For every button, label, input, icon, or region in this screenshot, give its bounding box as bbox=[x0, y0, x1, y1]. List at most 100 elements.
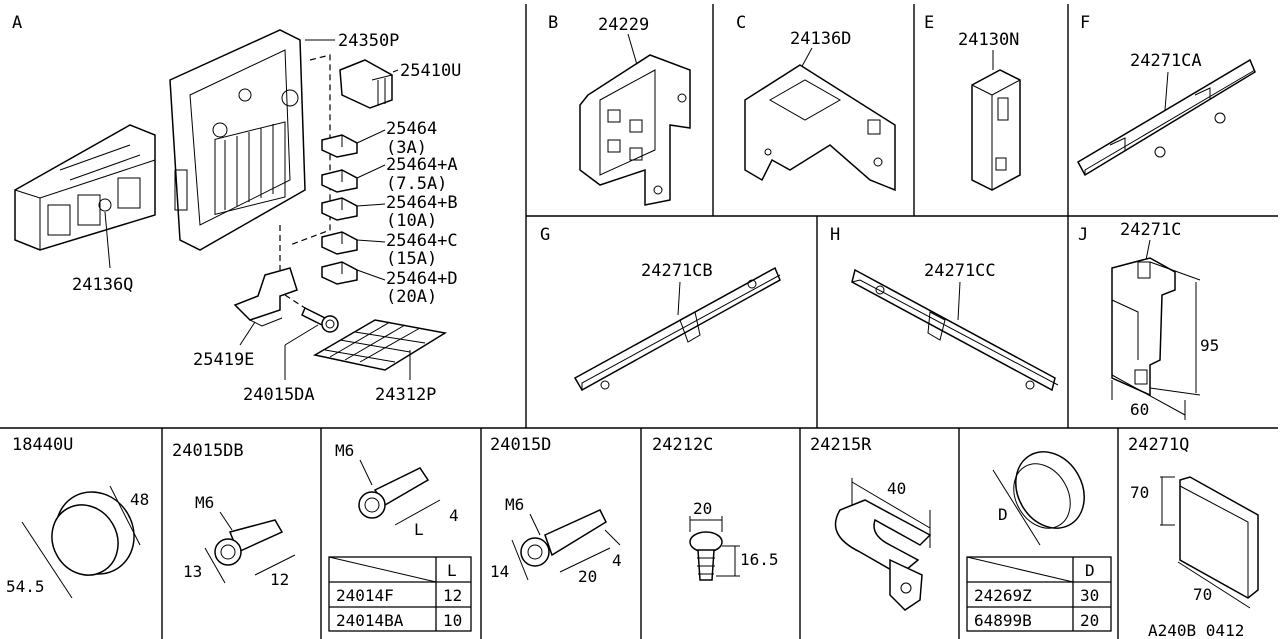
part-label-24271q: 24271Q bbox=[1128, 435, 1189, 455]
part-label-25464a: 25464+A bbox=[386, 155, 458, 175]
dim-plug-d: D bbox=[998, 505, 1008, 524]
dim-24015d-len: 20 bbox=[578, 567, 597, 586]
part-label-24136q: 24136Q bbox=[72, 275, 133, 295]
section-plug-table: D D 24269Z 30 64899B 20 bbox=[966, 451, 1112, 632]
section-24215r: 24215R 40 bbox=[810, 435, 932, 611]
section-label-a: A bbox=[12, 13, 22, 33]
bracket-24229 bbox=[579, 54, 691, 206]
table-b7: D 24269Z 30 64899B 20 bbox=[966, 556, 1112, 632]
section-24212c: 24212C 20 16.5 bbox=[652, 435, 779, 581]
part-label-25464c-amp: (15A) bbox=[386, 249, 437, 269]
clip-24130n bbox=[971, 69, 1021, 191]
table-b7-row-1-value: 20 bbox=[1080, 611, 1099, 630]
table-b7-row-1-part: 64899B bbox=[974, 611, 1032, 630]
section-g: G 24271CB bbox=[540, 225, 781, 392]
part-label-24271cc: 24271CC bbox=[924, 261, 996, 281]
part-label-24350p: 24350P bbox=[338, 31, 399, 51]
part-label-24229: 24229 bbox=[598, 15, 649, 35]
table-b7-row-0-value: 30 bbox=[1080, 586, 1099, 605]
section-label-h: H bbox=[830, 225, 840, 245]
part-label-24212c: 24212C bbox=[652, 435, 713, 455]
part-label-25464a-amp: (7.5A) bbox=[386, 174, 447, 194]
table-b3-row-1-part: 24014BA bbox=[336, 611, 404, 630]
part-label-25464: 25464 bbox=[386, 119, 437, 139]
dim-24015d-head: 14 bbox=[490, 562, 509, 581]
section-c: C 24136D bbox=[736, 13, 896, 192]
part-label-24312p: 24312P bbox=[375, 385, 436, 405]
section-h: H 24271CC bbox=[830, 225, 1059, 392]
table-b3-row-0-part: 24014F bbox=[336, 586, 394, 605]
part-label-24130n: 24130N bbox=[958, 30, 1019, 50]
connector-block-24136q bbox=[14, 124, 156, 269]
section-label-j: J bbox=[1078, 225, 1088, 245]
section-j: J 24271C 95 60 bbox=[1078, 220, 1219, 420]
dim-24015db-len: 12 bbox=[270, 570, 289, 589]
section-label-e: E bbox=[924, 13, 934, 33]
thread-24015d: M6 bbox=[505, 495, 524, 514]
bolt-b3 bbox=[358, 467, 430, 519]
part-label-25464d: 25464+D bbox=[386, 269, 458, 289]
dim-24212c-height: 16.5 bbox=[740, 550, 779, 569]
clip-24212c bbox=[689, 531, 723, 581]
footer-code: A240B 0412 bbox=[1148, 621, 1244, 639]
grommet-18440u bbox=[51, 491, 135, 576]
table-b3-row-1-value: 10 bbox=[443, 611, 462, 630]
bar-24271cb bbox=[573, 266, 781, 392]
part-label-24136d: 24136D bbox=[790, 29, 851, 49]
part-label-24271cb: 24271CB bbox=[641, 261, 713, 281]
part-label-24015da: 24015DA bbox=[243, 385, 315, 405]
bar-24271cc bbox=[851, 268, 1059, 392]
part-label-24271c: 24271C bbox=[1120, 220, 1181, 240]
fuse-block-24350p bbox=[169, 29, 306, 251]
part-label-25464d-amp: (20A) bbox=[386, 287, 437, 307]
table-b3-row-0-value: 12 bbox=[443, 586, 462, 605]
section-a: A 24136Q bbox=[12, 13, 461, 405]
thread-b3: M6 bbox=[335, 441, 354, 460]
table-b7-header: D bbox=[1085, 561, 1095, 580]
dim-24271q-a: 70 bbox=[1130, 483, 1149, 502]
part-label-25410u: 25410U bbox=[400, 61, 461, 81]
table-b7-row-0-part: 24269Z bbox=[974, 586, 1032, 605]
dim-b3-pitch: 4 bbox=[449, 506, 459, 525]
part-label-25464b: 25464+B bbox=[386, 193, 458, 213]
bolt-24015db bbox=[214, 519, 284, 566]
section-e: E 24130N bbox=[924, 13, 1021, 191]
dim-j-width: 60 bbox=[1130, 400, 1149, 419]
section-24015d: 24015D M6 14 20 4 bbox=[490, 435, 622, 586]
section-label-g: G bbox=[540, 225, 550, 245]
table-b3: L 24014F 12 24014BA 10 bbox=[328, 556, 472, 632]
part-label-25419e: 25419E bbox=[193, 350, 254, 370]
bar-24271ca bbox=[1076, 58, 1256, 177]
section-label-c: C bbox=[736, 13, 746, 33]
dim-j-height: 95 bbox=[1200, 336, 1219, 355]
plug-d bbox=[1013, 451, 1085, 529]
part-label-18440u: 18440U bbox=[12, 435, 73, 455]
part-label-24015db: 24015DB bbox=[172, 441, 244, 461]
section-b: B 24229 bbox=[548, 13, 691, 206]
part-label-24271ca: 24271CA bbox=[1130, 51, 1202, 71]
plate-24271c bbox=[1111, 257, 1176, 397]
section-24015db: 24015DB M6 13 12 bbox=[172, 441, 296, 589]
relay-25410u bbox=[339, 59, 393, 109]
dim-24212c-width: 20 bbox=[693, 499, 712, 518]
part-label-24215r: 24215R bbox=[810, 435, 872, 455]
section-f: F 24271CA bbox=[1076, 13, 1256, 177]
label-card-24312p bbox=[312, 319, 448, 371]
section-grid bbox=[0, 4, 1278, 639]
pad-24271q bbox=[1179, 476, 1259, 599]
dim-24015d-pitch: 4 bbox=[612, 551, 622, 570]
section-bolt-table: M6 L 4 L 24014F 12 24014BA 10 bbox=[328, 441, 472, 632]
fuse-icons bbox=[321, 134, 358, 285]
bolt-24015da bbox=[301, 306, 339, 333]
bracket-25419e bbox=[233, 267, 298, 327]
part-label-25464b-amp: (10A) bbox=[386, 211, 437, 231]
section-18440u: 18440U 54.5 48 bbox=[6, 435, 149, 599]
table-b3-header: L bbox=[447, 561, 457, 580]
part-label-25464-amp: (3A) bbox=[386, 138, 427, 158]
bolt-24015d bbox=[520, 509, 607, 567]
dim-24015db-head: 13 bbox=[183, 562, 202, 581]
thread-24015db: M6 bbox=[195, 493, 214, 512]
dim-b3-len: L bbox=[414, 520, 424, 539]
bracket-24136d bbox=[744, 64, 896, 192]
